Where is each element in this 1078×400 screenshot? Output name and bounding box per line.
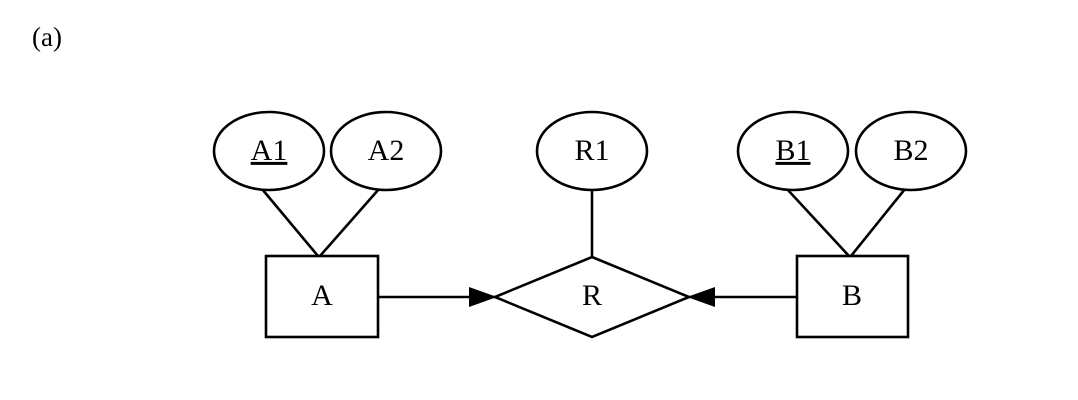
connector-a2-to-a [319,188,380,257]
arrowhead-b-to-r [687,287,715,307]
attribute-a2-label: A2 [368,134,405,167]
connector-b1-to-b [786,188,850,257]
connector-group [261,188,907,307]
entity-b-label: B [842,279,862,312]
attribute-b2[interactable]: B2 [854,110,968,192]
attribute-a2-ellipse[interactable] [329,110,443,192]
connector-b2-to-b [849,188,907,257]
arrowhead-a-to-r [469,287,497,307]
relationship-r-diamond[interactable] [491,255,693,339]
attribute-b1-label: B1 [775,134,810,167]
connector-a1-to-a [261,188,319,257]
attribute-a2[interactable]: A2 [329,110,443,192]
attribute-b1[interactable]: B1 [736,110,850,192]
entity-a[interactable]: A [264,254,380,339]
attribute-r1-label: R1 [574,134,609,167]
attribute-b2-ellipse[interactable] [854,110,968,192]
attribute-b1-ellipse[interactable] [736,110,850,192]
entity-b[interactable]: B [795,254,910,339]
attribute-r1[interactable]: R1 [535,110,649,192]
entity-a-label: A [311,279,333,312]
attribute-a1-label: A1 [251,134,288,167]
attribute-a1-ellipse[interactable] [212,110,326,192]
panel-label: (a) [32,22,62,52]
entity-b-rect[interactable] [795,254,910,339]
attribute-b2-label: B2 [893,134,928,167]
relationship-r[interactable]: R [491,255,693,339]
attribute-a1[interactable]: A1 [212,110,326,192]
relationship-r-label: R [582,279,602,312]
attribute-r1-ellipse[interactable] [535,110,649,192]
entity-a-rect[interactable] [264,254,380,339]
